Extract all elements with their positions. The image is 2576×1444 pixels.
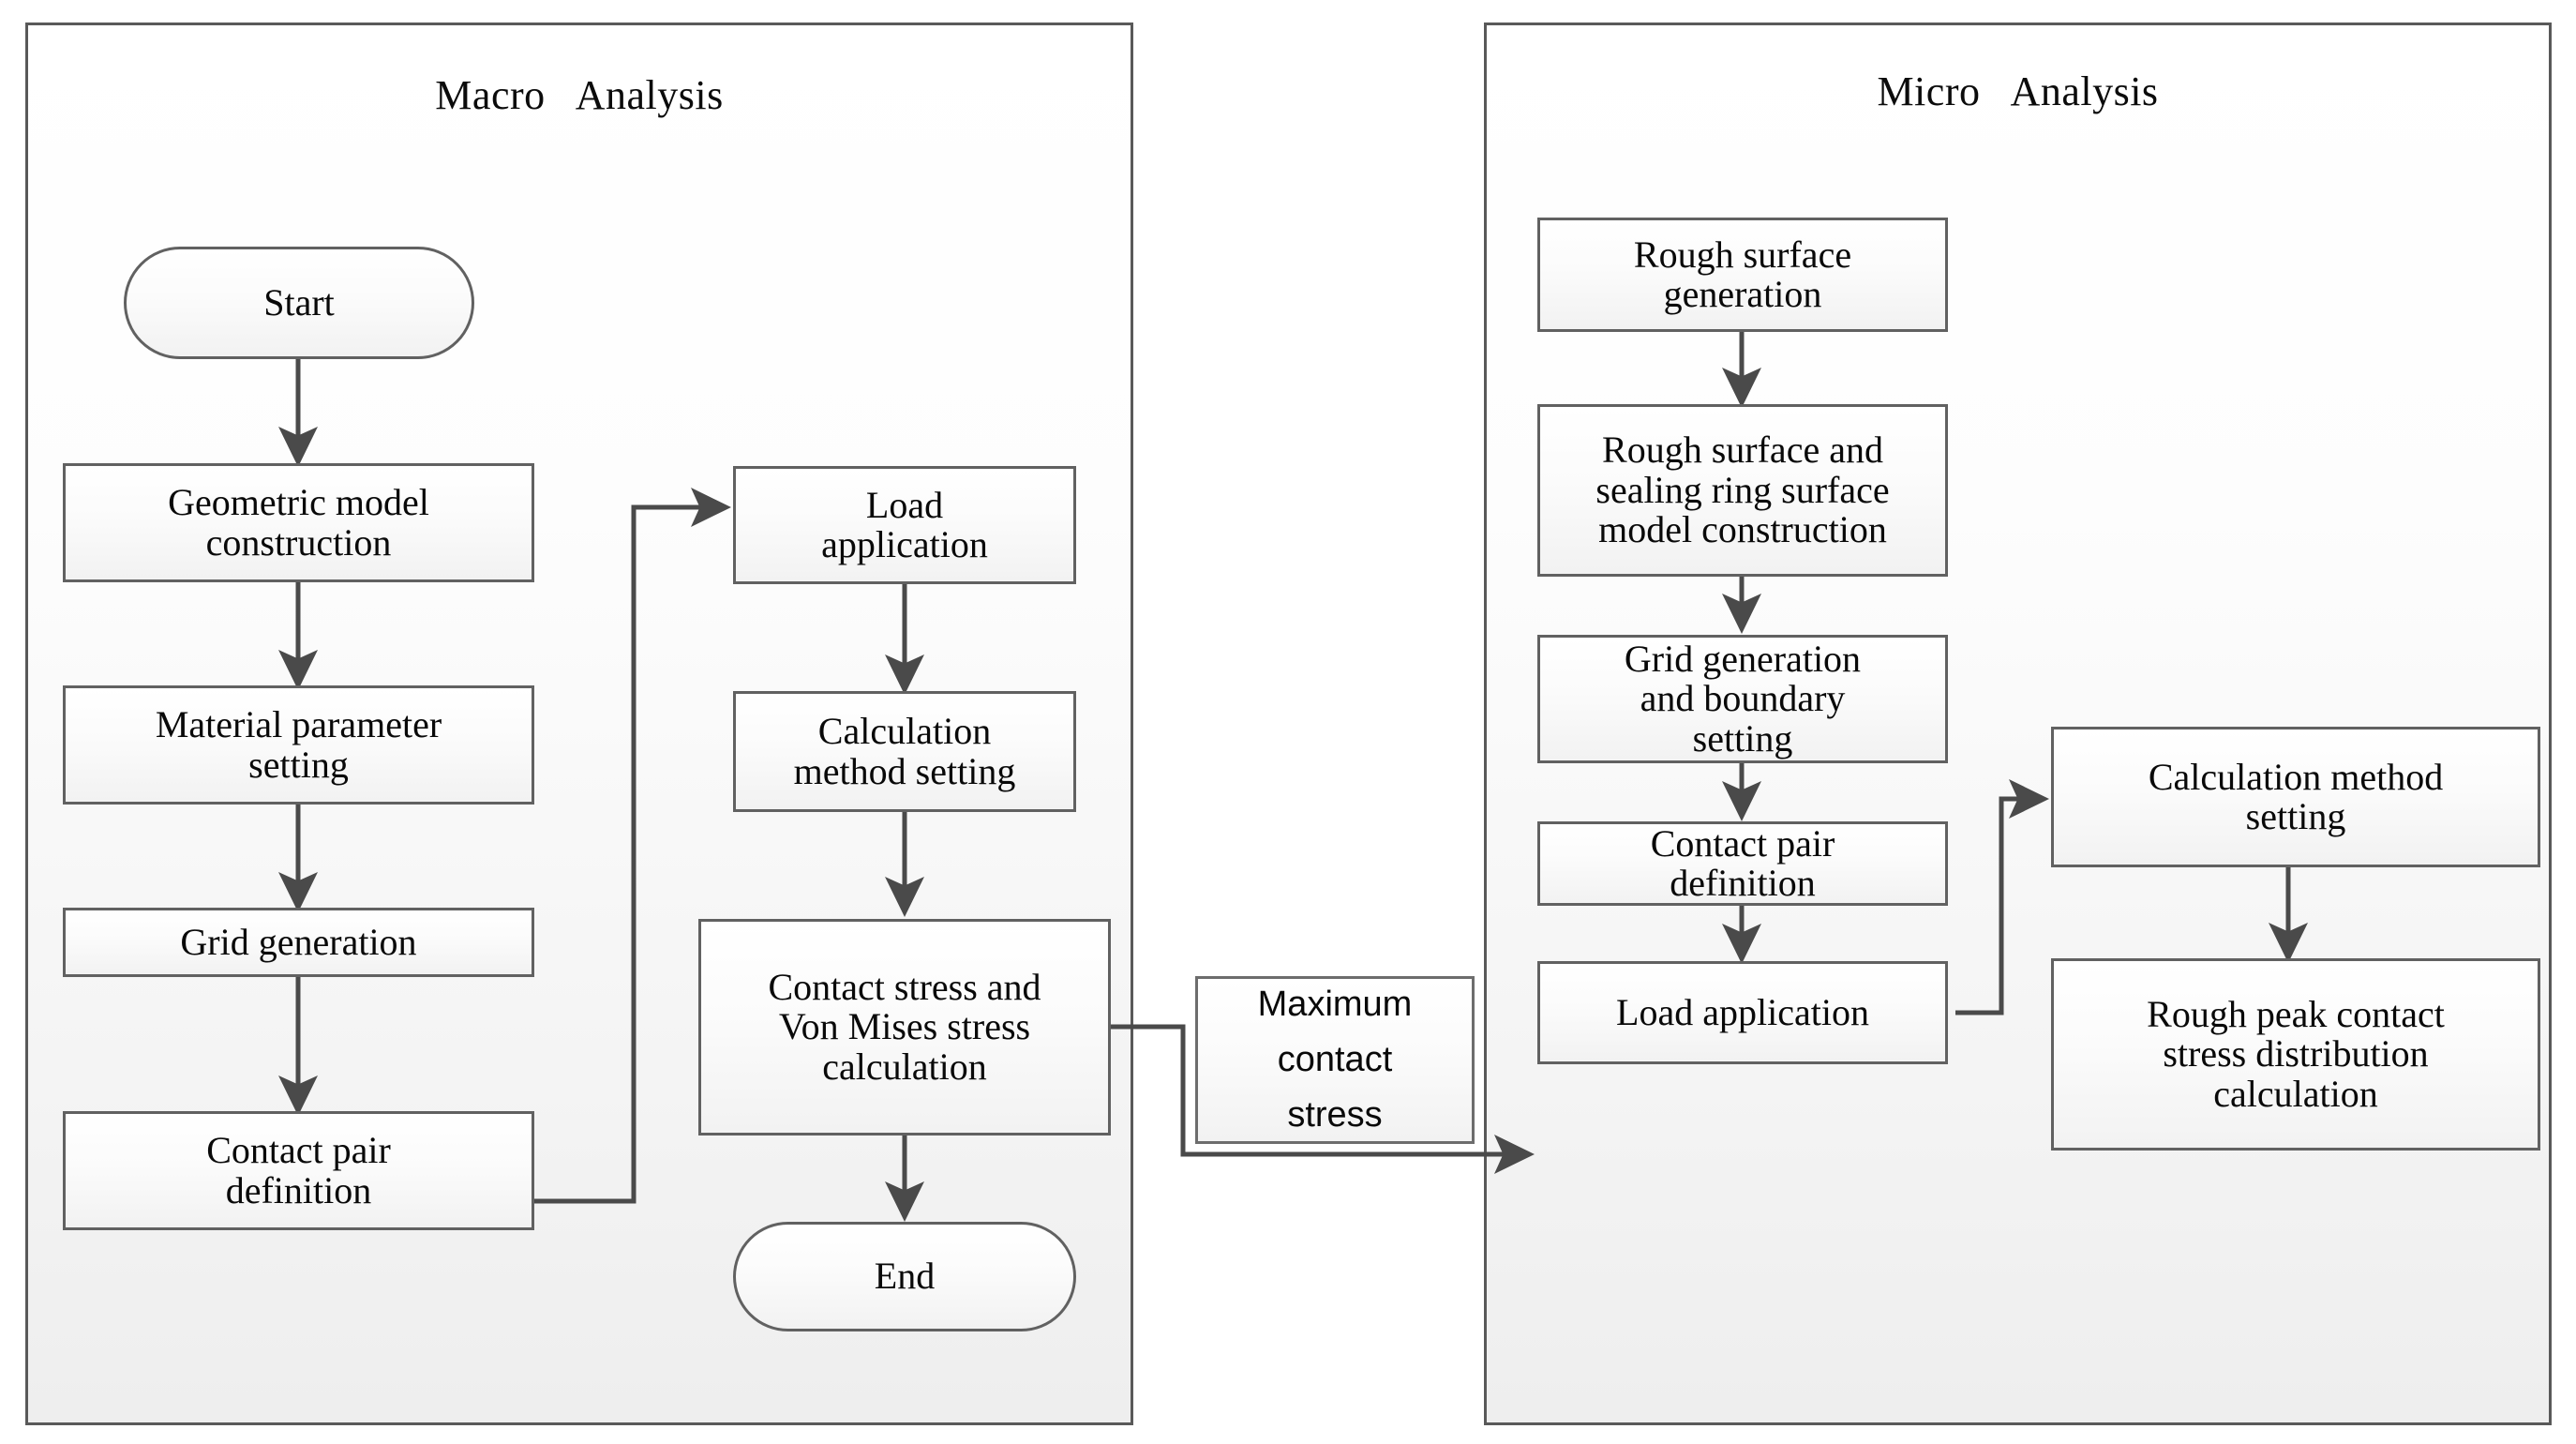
edge-contactstress-to-microload xyxy=(1111,1024,1535,1174)
node-end-label: End xyxy=(874,1255,936,1298)
panel-micro-title: Micro Analysis xyxy=(1877,68,2159,114)
panel-macro-title: Macro Analysis xyxy=(435,72,724,118)
edge-contactpair-to-load xyxy=(534,488,732,1204)
node-end[interactable]: End xyxy=(733,1222,1076,1331)
node-start[interactable]: Start xyxy=(124,247,474,359)
node-start-label: Start xyxy=(263,280,335,323)
node-load-application-micro[interactable]: Load application xyxy=(1537,961,1948,1064)
node-load-application-micro-label: Load application xyxy=(1616,990,1869,1033)
edge-microload-to-calcmethod xyxy=(1955,779,2050,1015)
node-grid-generation-label: Grid generation xyxy=(180,920,417,963)
node-grid-generation[interactable]: Grid generation xyxy=(63,908,534,977)
